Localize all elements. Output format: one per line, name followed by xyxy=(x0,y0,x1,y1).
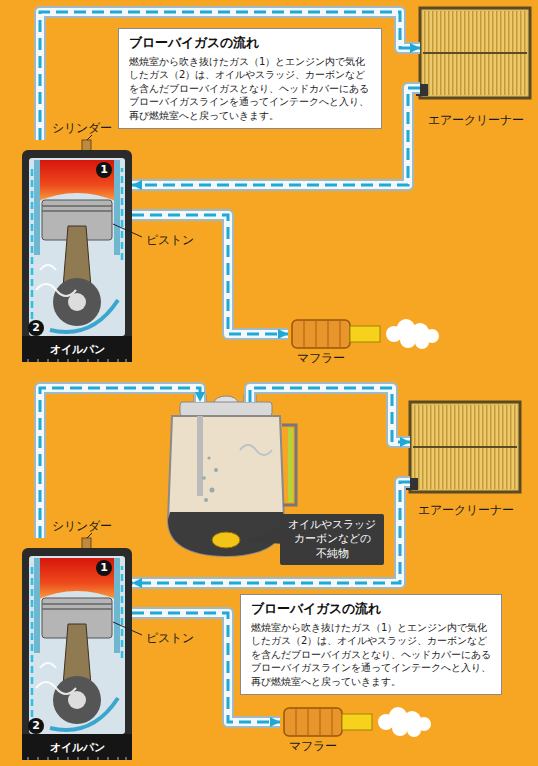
pipe-wall xyxy=(40,12,420,140)
part-label: オイルパン xyxy=(50,741,105,755)
callout-number: 2 xyxy=(28,320,44,336)
label-anchor: ピストン xyxy=(146,229,194,248)
callout-text: オイルやスラッジ カーボンなどの 不純物 xyxy=(280,514,384,565)
label-anchor: 2 xyxy=(28,714,44,734)
part-label: シリンダー xyxy=(52,519,112,533)
label-anchor: シリンダー xyxy=(52,515,112,534)
collected-sludge xyxy=(168,512,284,556)
inlet-tube xyxy=(197,416,203,496)
muffler-node: マフラー xyxy=(280,706,380,756)
pipe-wall xyxy=(132,215,288,334)
drain-plug xyxy=(212,532,240,548)
catch-can-node: オイルやスラッジ カーボンなどの 不純物 xyxy=(160,402,388,567)
air-cleaner-node: エアークリーナー xyxy=(410,402,522,518)
flow-arrow xyxy=(40,388,200,538)
note-box: ブローバイガスの流れ燃焼室から吹き抜けたガス（1）とエンジン内で気化したガス（2… xyxy=(118,28,382,129)
muffler xyxy=(292,319,439,349)
level-gauge-frame xyxy=(282,425,296,505)
air-cleaner-node: エアークリーナー xyxy=(420,8,532,128)
callout-pointer xyxy=(246,526,284,544)
muffler-node: マフラー xyxy=(288,318,388,368)
callout-number: 2 xyxy=(28,718,44,734)
level-gauge xyxy=(288,428,293,502)
label-anchor: シリンダー xyxy=(52,117,112,136)
catch-can xyxy=(168,395,296,556)
pipe-wall xyxy=(250,388,410,442)
part-label: シリンダー xyxy=(52,121,112,135)
part-label: マフラー xyxy=(280,739,346,754)
part-label: マフラー xyxy=(288,351,354,366)
part-label: ピストン xyxy=(146,233,194,247)
pipe-connector xyxy=(40,388,200,538)
bubbles xyxy=(202,456,218,502)
note-box: ブローバイガスの流れ燃焼室から吹き抜けたガス（1）とエンジン内で気化したガス（2… xyxy=(240,594,502,695)
leader-line xyxy=(113,224,142,237)
vapour-swirl xyxy=(240,445,272,455)
note-title: ブローバイガスの流れ xyxy=(129,35,371,52)
label-anchor: ピストン xyxy=(146,627,194,646)
pipe-core xyxy=(132,215,288,334)
can-lid xyxy=(180,402,272,416)
pipe-core xyxy=(40,388,200,538)
note-title: ブローバイガスの流れ xyxy=(251,601,491,618)
label-anchor: 1 xyxy=(96,158,112,178)
can-body xyxy=(168,416,284,556)
engine xyxy=(22,538,132,760)
label-anchor: 2 xyxy=(28,316,44,336)
label-anchor: 1 xyxy=(96,556,112,576)
pipe-core xyxy=(40,12,420,140)
part-label: オイルパン xyxy=(50,343,105,357)
leader-line xyxy=(87,533,92,538)
note-body: 燃焼室から吹き抜けたガス（1）とエンジン内で気化したガス（2）は、オイルやスラッ… xyxy=(251,621,491,689)
flow-arrow xyxy=(40,12,420,140)
pipe-connector xyxy=(132,482,410,583)
air-cleaner xyxy=(416,8,530,98)
pipe-core xyxy=(132,482,410,583)
flow-arrow xyxy=(132,215,288,334)
pipe-wall xyxy=(132,482,410,583)
muffler xyxy=(284,707,431,737)
flow-arrow xyxy=(250,388,410,442)
part-label: ピストン xyxy=(146,631,194,645)
engine xyxy=(22,140,132,362)
pipe-connector xyxy=(250,388,410,442)
callout-number: 1 xyxy=(96,560,112,576)
leader-line xyxy=(113,622,142,635)
part-label: エアークリーナー xyxy=(428,112,524,128)
note-body: 燃焼室から吹き抜けたガス（1）とエンジン内で気化したガス（2）は、オイルやスラッ… xyxy=(129,55,371,123)
air-cleaner xyxy=(406,402,520,492)
leader-line xyxy=(87,135,92,140)
flow-arrow xyxy=(132,482,410,583)
pipe-connector xyxy=(132,215,288,334)
part-label: エアークリーナー xyxy=(418,502,514,518)
pipe-connector xyxy=(40,12,420,140)
callout-number: 1 xyxy=(96,162,112,178)
pipe-wall xyxy=(40,388,200,538)
pipe-core xyxy=(250,388,410,442)
